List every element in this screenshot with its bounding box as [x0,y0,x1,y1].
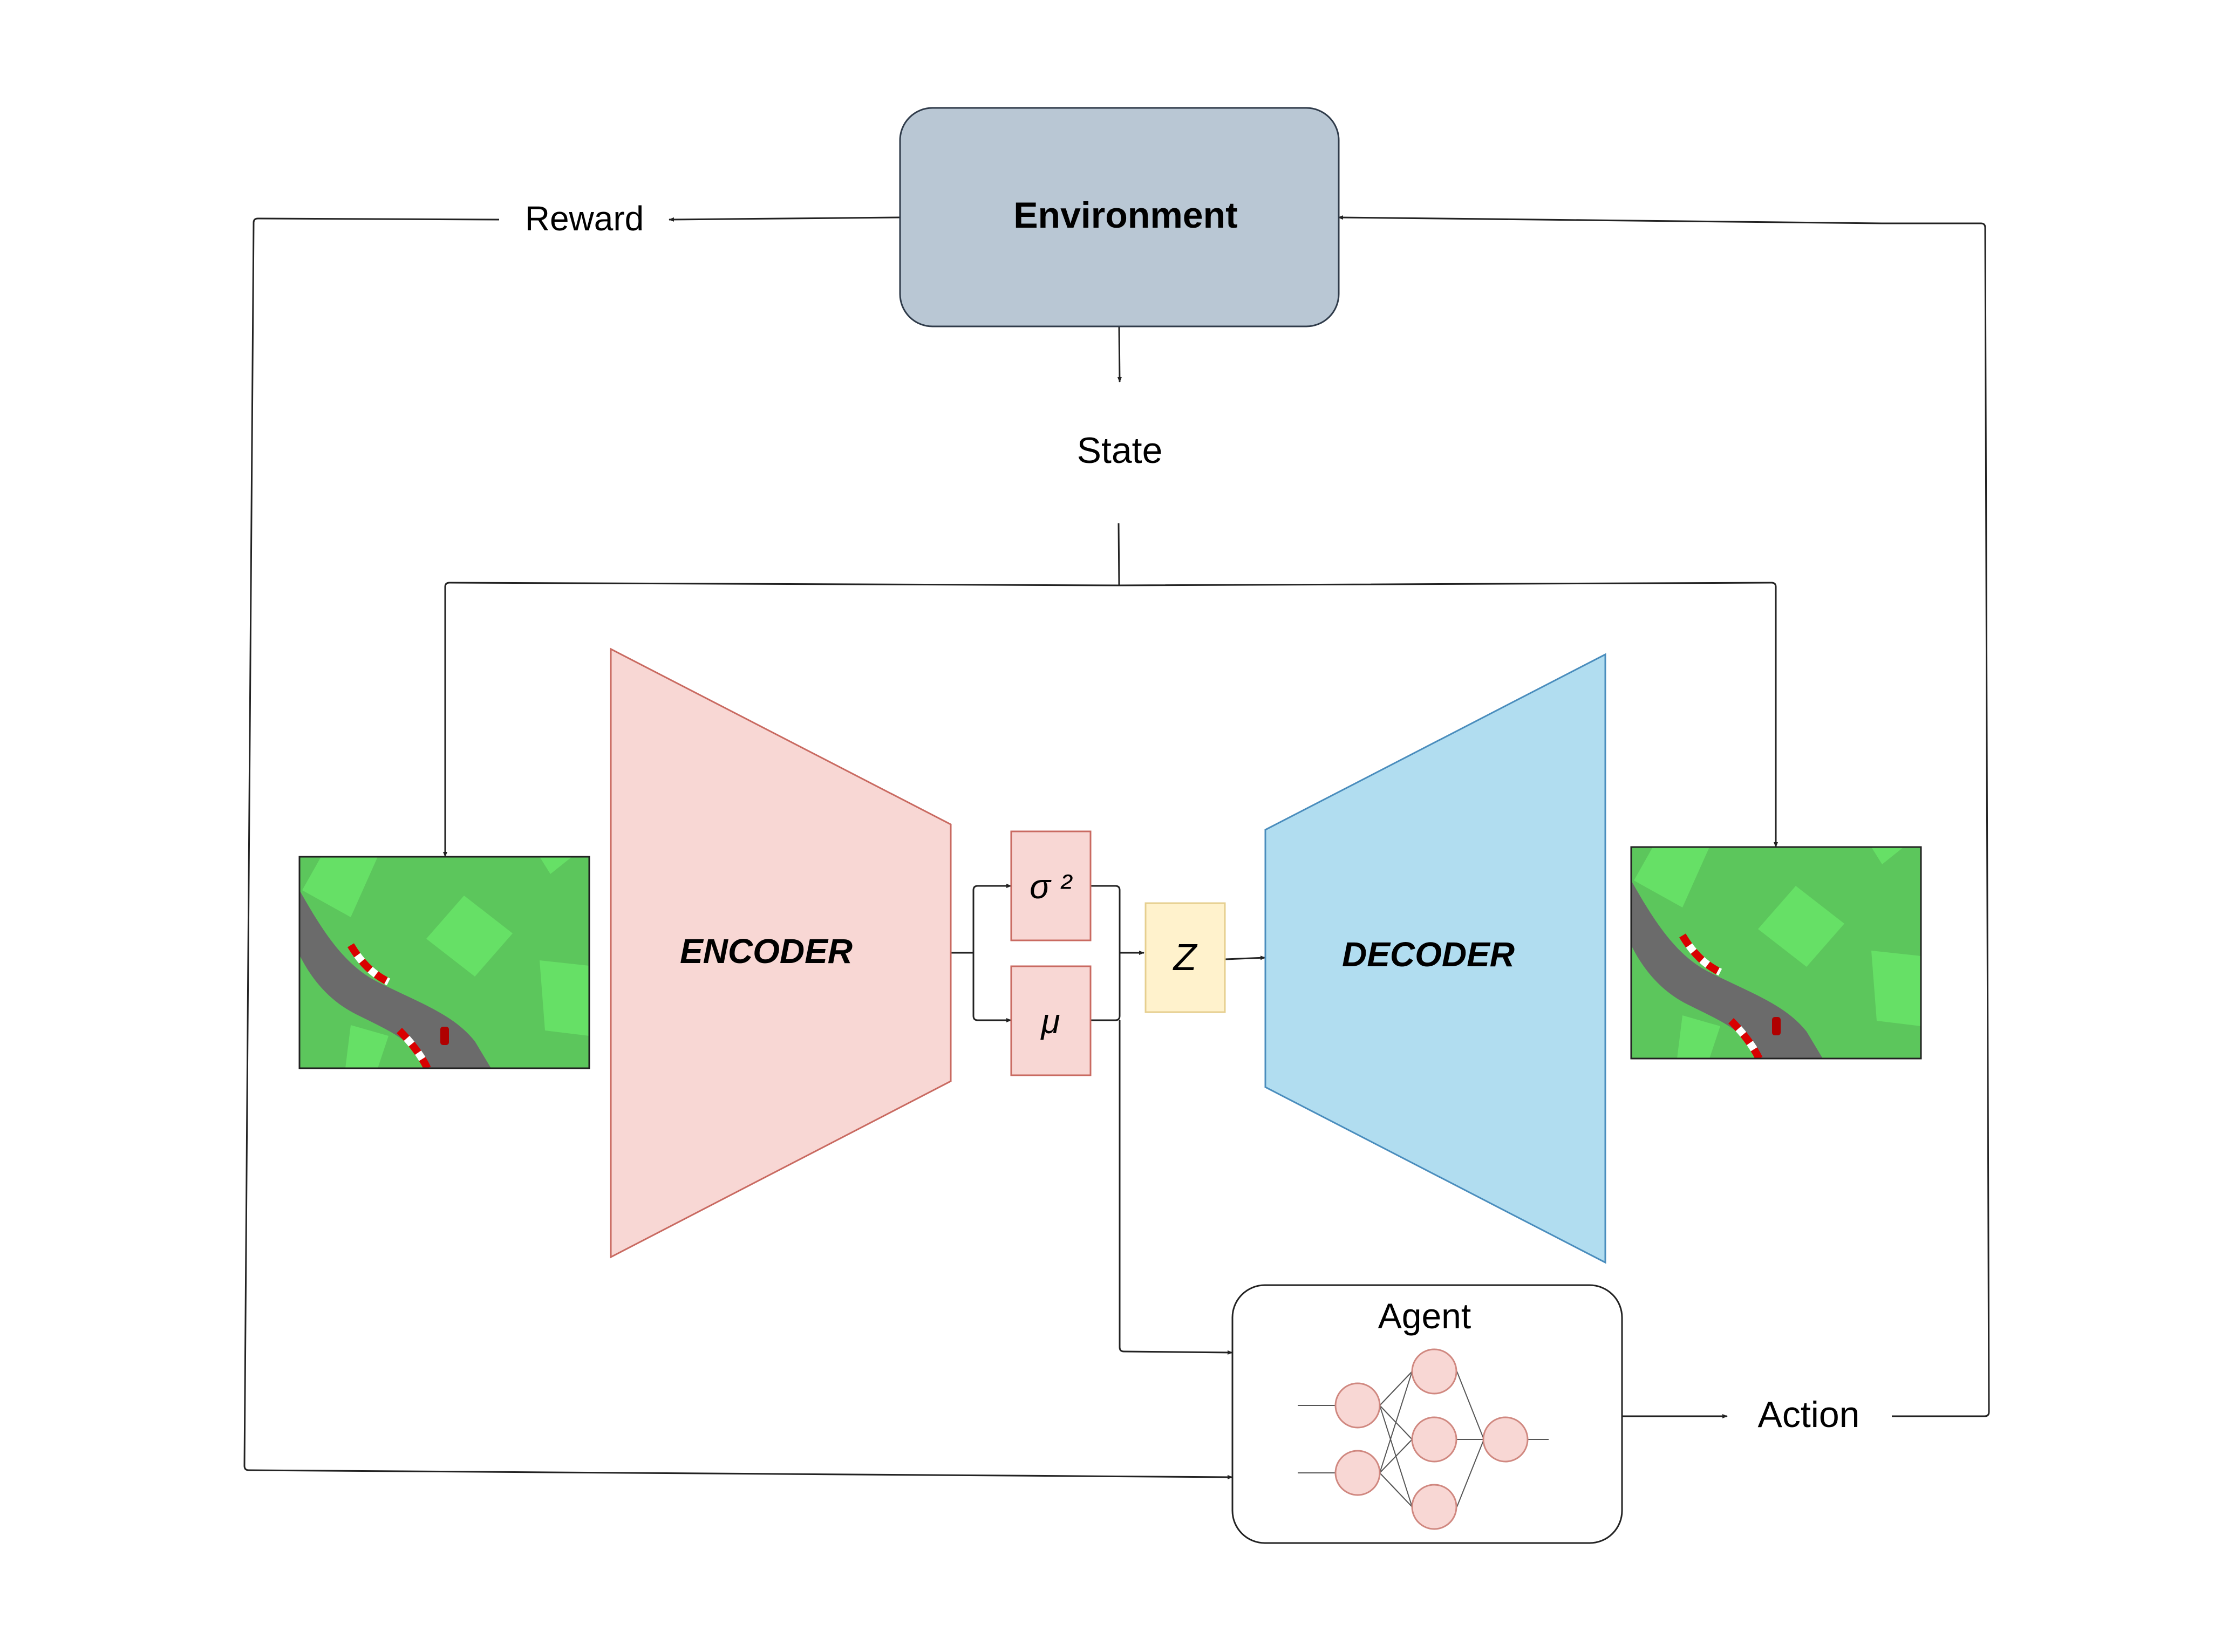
action-label: Action [1758,1394,1860,1435]
encoder-trapezoid [610,647,952,1259]
reward-label: Reward [525,199,644,238]
mu-label: μ [1040,1002,1060,1041]
input-frame-image [299,857,589,1068]
encoder-label: ENCODER [680,932,853,971]
state-label: State [1077,430,1163,471]
z-node: Z [1144,902,1226,1013]
neural-network-icon [1298,1371,1549,1507]
agent-label: Agent [1378,1296,1471,1336]
z-label: Z [1173,936,1198,978]
nn-hidden-node [1411,1484,1457,1530]
sigma-label: σ ² [1030,867,1073,906]
connectors [243,215,1990,1479]
mu-box [1010,965,1092,1076]
decoder-trapezoid [1264,653,1606,1264]
sigma-box [1010,830,1092,941]
agent-node: Agent [1231,1284,1623,1544]
nn-input-node [1334,1450,1381,1496]
environment-label: Environment [1013,195,1238,236]
nn-hidden-node [1411,1348,1457,1395]
z-to-decoder-arrow [1224,955,1266,960]
nn-output-node [1482,1416,1529,1463]
sigma-node: σ ² [1010,830,1092,941]
env-to-reward-arrow [669,216,901,222]
split-to-sigma-arrow [972,884,1012,953]
nn-input-node [1334,1382,1381,1429]
env-to-state-arrow [1117,326,1122,383]
car-icon [1772,1017,1781,1035]
neural-network-nodes [1334,1348,1529,1530]
nn-hidden-node [1411,1416,1457,1463]
environment-box [899,107,1340,327]
mu-to-z-line [1091,953,1121,1021]
z-box [1144,902,1226,1013]
state-to-right-image [1119,582,1778,848]
sigma-to-z-line [1091,885,1121,953]
reward-rail-top [243,217,1233,1479]
state-to-left-image [443,582,1120,857]
environment-node: Environment [899,107,1340,327]
mu-node: μ [1010,965,1092,1076]
action-to-env-arrow [1338,215,1990,1417]
mu-to-agent-arrow [1119,1020,1233,1355]
agent-box [1231,1284,1623,1544]
decoder-label: DECODER [1342,935,1515,974]
decoder-node: DECODER [1264,653,1606,1264]
car-icon [440,1027,449,1045]
encoder-node: ENCODER [610,647,952,1259]
split-to-mu-arrow [972,953,1012,1022]
reconstructed-frame-image [1631,847,1921,1059]
